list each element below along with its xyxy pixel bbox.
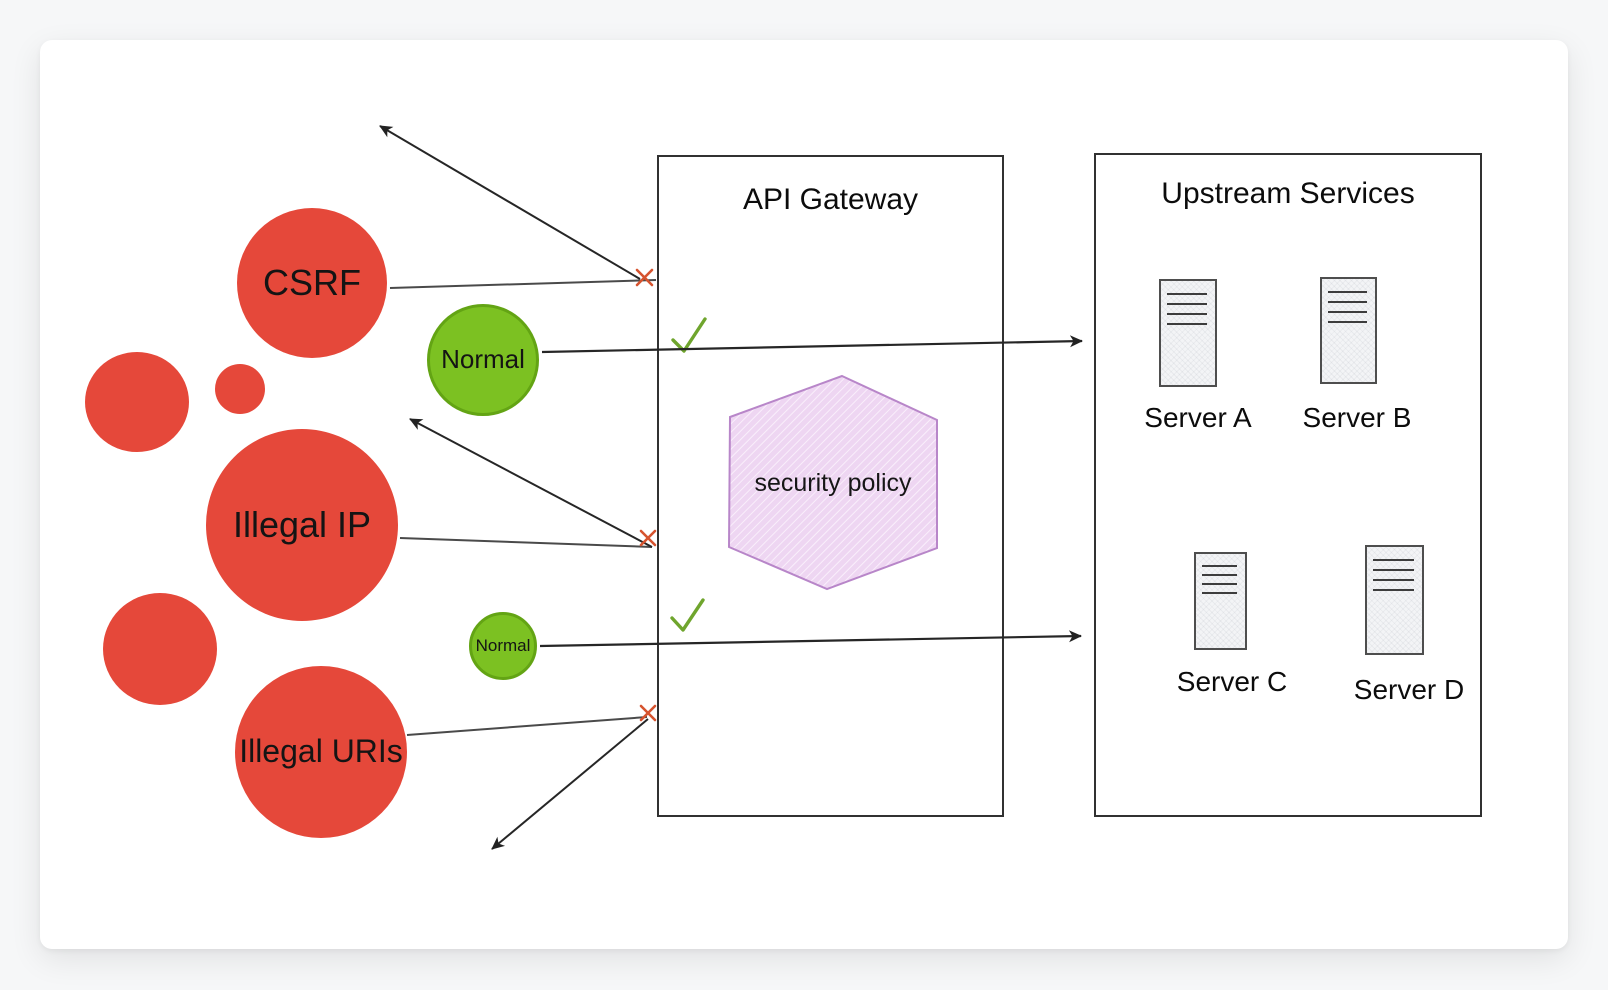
normal-label: Normal — [475, 636, 531, 656]
normal-label: Normal — [441, 344, 525, 375]
server-d-label: Server D — [1353, 674, 1465, 705]
threat-label: Illegal URIs — [239, 733, 403, 770]
threat-circle-unlabeled — [215, 364, 265, 414]
server-icon — [1365, 545, 1424, 655]
api-gateway-title: API Gateway — [742, 183, 919, 216]
threat-label: Illegal IP — [232, 504, 372, 546]
server-icon — [1194, 552, 1247, 650]
server-c-label: Server C — [1176, 666, 1288, 697]
threat-circle-unlabeled — [103, 593, 217, 705]
threat-circle-illegal-ip: Illegal IP — [206, 429, 398, 621]
normal-circle-2: Normal — [469, 612, 537, 680]
diagram-card: CSRF Illegal IP Illegal URIs Normal Norm… — [40, 40, 1568, 949]
threat-circle-illegal-uris: Illegal URIs — [235, 666, 407, 838]
server-icon — [1159, 279, 1217, 387]
server-b-label: Server B — [1302, 402, 1412, 433]
threat-circle-unlabeled — [85, 352, 189, 452]
normal-circle-1: Normal — [427, 304, 539, 416]
upstream-services-title: Upstream Services — [1161, 177, 1415, 210]
server-a-label: Server A — [1144, 402, 1252, 433]
threat-circle-csrf: CSRF — [237, 208, 387, 358]
api-gateway-box: API Gateway — [657, 155, 1004, 817]
threat-label: CSRF — [263, 262, 361, 304]
server-icon — [1320, 277, 1377, 384]
upstream-services-box: Upstream Services Server A Server B Serv… — [1094, 153, 1482, 817]
